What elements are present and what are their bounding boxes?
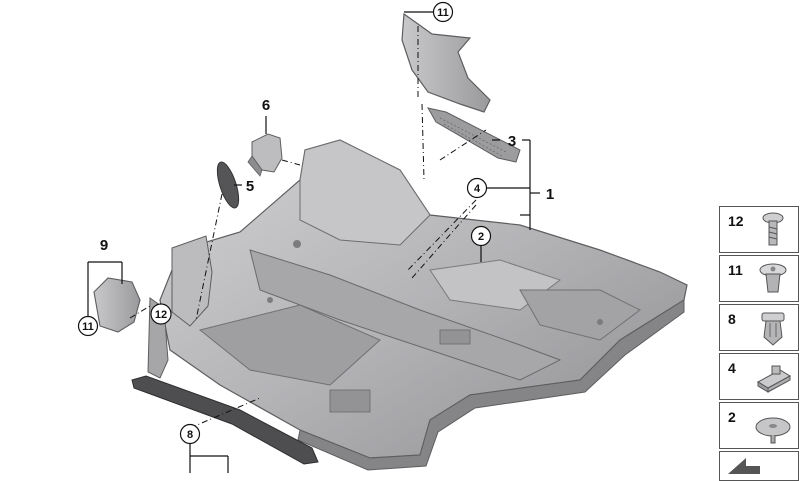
leader-lines: [129, 26, 487, 429]
legend-number: 11: [728, 262, 743, 278]
plate-washer-icon: [755, 417, 791, 444]
legend-number: 2: [728, 409, 736, 425]
screw-icon: [762, 212, 784, 246]
expanding-clip-icon: [761, 312, 785, 346]
sill-strip-part: [131, 375, 319, 465]
legend-number: 4: [728, 360, 736, 376]
callout-1: 1: [530, 186, 554, 203]
callout-8: 8: [179, 423, 229, 473]
callout-label: 12: [155, 309, 167, 321]
pillar-trim-part: [401, 12, 491, 113]
callout-12: 12: [150, 303, 172, 325]
legend-number: 8: [728, 311, 736, 327]
fastener-legend: 12 11 8 4 2: [719, 206, 800, 481]
callout-9: 9: [87, 237, 123, 316]
callout-11-top: 11: [404, 1, 454, 23]
legend-item-arrow[interactable]: [719, 451, 799, 481]
callout-label: 11: [82, 321, 94, 333]
arrow-icon: [728, 458, 760, 474]
callout-6: 6: [262, 97, 270, 134]
callout-label: 9: [100, 237, 108, 254]
legend-item-8[interactable]: 8: [719, 304, 799, 351]
push-rivet-icon: [759, 263, 787, 293]
callout-4: 4: [466, 177, 530, 199]
callout-label: 6: [262, 97, 270, 114]
side-trim-part: [93, 277, 169, 379]
callout-11-left: 11: [77, 315, 99, 337]
kick-panel-part: [171, 235, 213, 327]
legend-item-11[interactable]: 11: [719, 255, 799, 302]
legend-item-2[interactable]: 2: [719, 402, 799, 449]
floor-carpet-part: [159, 139, 688, 471]
bracket-part: [247, 133, 283, 177]
callout-3: 3: [492, 133, 531, 230]
callout-5: 5: [234, 178, 254, 195]
callout-label: 4: [474, 183, 481, 195]
callout-label: 1: [546, 186, 554, 203]
oval-pad-part: [216, 161, 240, 209]
callout-label: 11: [437, 7, 449, 19]
callout-label: 2: [478, 231, 484, 243]
legend-number: 12: [728, 213, 744, 229]
callout-label: 8: [187, 429, 193, 441]
callout-2: 2: [470, 225, 492, 262]
legend-item-12[interactable]: 12: [719, 206, 799, 253]
vent-grille-part: [427, 107, 521, 163]
cable-clip-icon: [756, 365, 792, 393]
callout-label: 3: [508, 133, 516, 150]
callout-label: 5: [246, 178, 254, 195]
legend-item-4[interactable]: 4: [719, 353, 799, 400]
